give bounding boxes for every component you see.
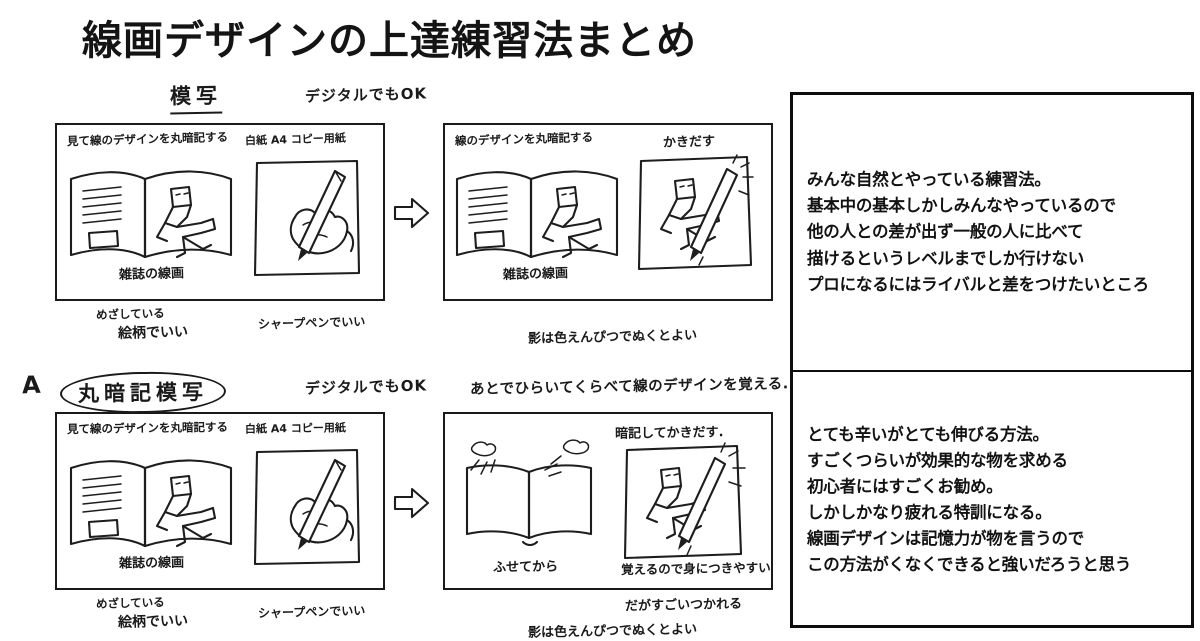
note-block-1: みんな自然とやっている練習法。 基本中の基本しかしみんなやっているので 他の人と… — [793, 95, 1191, 372]
section-2-paper-label: 白紙 A4 コピー用紙 — [244, 421, 346, 436]
section-2-left-top-label: 見て線のデザインを丸暗記する — [66, 419, 229, 437]
section-1-under-left-label: めざしている — [95, 306, 165, 322]
section-1-digital-note: デジタルでもOK — [304, 84, 428, 106]
closed-book-drawing — [457, 432, 607, 558]
section-2-digital-note: デジタルでもOK — [304, 376, 428, 398]
section-2-right-panel: 暗記してかきだす. ふせてから — [443, 412, 773, 590]
note-text-2: とても辛いがとても伸びる方法。 すごくつらいが効果的な物を求める 初心者にはすご… — [807, 424, 1132, 575]
note-text-1: みんな自然とやっている練習法。 基本中の基本しかしみんなやっているので 他の人と… — [807, 170, 1149, 294]
section-1-right-book-caption: 雑誌の線画 — [502, 266, 569, 283]
page-title: 線画デザインの上達練習法まとめ — [82, 18, 697, 64]
section-1-right-top-label: 線のデザインを丸暗記する — [454, 130, 594, 148]
section-2-marker: A — [21, 370, 42, 400]
section-2-action-label: 暗記してかきだす. — [614, 425, 724, 442]
section-2-demerit-label: だがすごいつかれる — [624, 596, 743, 615]
section-2-book-caption: 雑誌の線画 — [118, 555, 185, 572]
arrow-right-icon-2 — [392, 486, 432, 520]
section-2-heading: 丸暗記模写 — [59, 370, 227, 415]
notes-panel: みんな自然とやっている練習法。 基本中の基本しかしみんなやっているので 他の人と… — [790, 92, 1194, 628]
open-magazine-drawing-3 — [65, 442, 237, 560]
drawn-copy-with-pencil-2 — [617, 440, 765, 568]
section-2-under-left-label: めざしている — [95, 595, 165, 611]
section-1-left-top-label: 見て線のデザインを丸暗記する — [66, 129, 229, 149]
section-1-book-caption: 雑誌の線画 — [118, 266, 185, 283]
section-2-closed-book-label: ふせてから — [492, 559, 559, 576]
section-1-action-label: かきだす — [662, 134, 716, 151]
section-1-heading: 模写 — [169, 79, 223, 115]
section-1-footnote: 影は色えんぴつでぬくとよい — [527, 328, 698, 347]
section-1-paper-label: 白紙 A4 コピー用紙 — [244, 131, 347, 148]
open-magazine-drawing-2 — [451, 153, 623, 271]
section-1-under-right-label: シャープペンでいい — [257, 314, 366, 332]
section-1-under-left-label-2: 絵柄でいい — [117, 324, 189, 342]
note-block-2: とても辛いがとても伸びる方法。 すごくつらいが効果的な物を求める 初心者にはすご… — [793, 372, 1191, 628]
drawn-copy-with-pencil-1 — [631, 151, 767, 279]
section-2-left-panel: 見て線のデザインを丸暗記する 白紙 A4 コピー用紙 — [55, 412, 385, 590]
section-1-right-panel: 線のデザインを丸暗記する かきだす — [443, 123, 773, 301]
section-2-under-right-label: シャープペンでいい — [257, 603, 366, 621]
arrow-right-icon-1 — [392, 196, 432, 230]
blank-paper-hand-drawing-1 — [249, 155, 371, 283]
section-2-under-left-label-2: 絵柄でいい — [117, 613, 189, 631]
section-1-left-panel: 見て線のデザインを丸暗記する 白紙 A4 コピー用紙 — [55, 123, 385, 301]
blank-paper-hand-drawing-2 — [249, 444, 371, 572]
open-magazine-drawing-1 — [65, 153, 237, 271]
section-2-compare-note: あとでひらいてくらべて線のデザインを覚える. — [469, 376, 789, 398]
section-2-merit-label: 覚えるので身につきやすい — [620, 559, 771, 578]
